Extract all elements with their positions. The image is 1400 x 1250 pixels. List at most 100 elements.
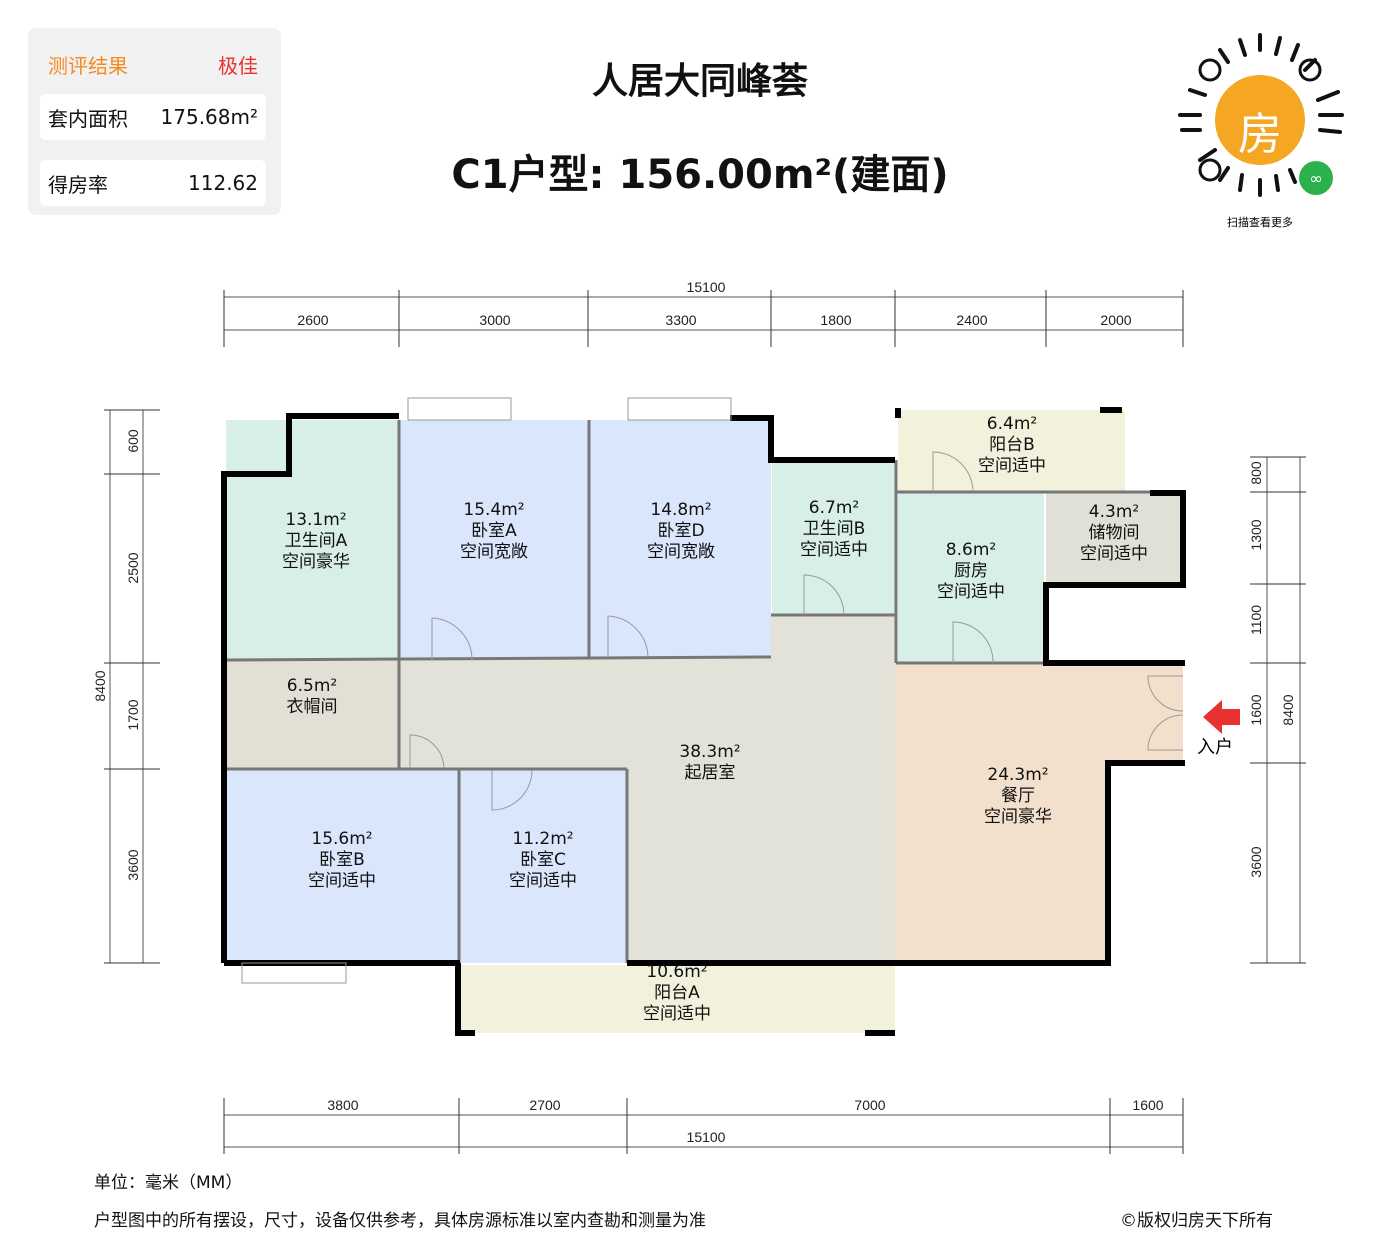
svg-text:∞: ∞: [1309, 169, 1322, 188]
dim-right: 1100: [1248, 604, 1264, 636]
ratio-value: 112.62: [188, 171, 258, 195]
room-name: 卧室B: [319, 850, 365, 870]
room-bedroom-a-area: [400, 420, 588, 660]
dim-right: 1600: [1248, 694, 1264, 726]
room-area: 6.7m²: [808, 498, 860, 518]
qr-pattern-icon: ∞: [1178, 33, 1344, 197]
room-name: 餐厅: [1001, 786, 1035, 806]
room-area: 6.4m²: [986, 414, 1038, 434]
room-name: 卫生间B: [802, 519, 866, 539]
room-name: 卫生间A: [284, 531, 348, 551]
room-rating: 空间适中: [1080, 544, 1148, 564]
room-kitchen-area: [898, 493, 1044, 663]
dim-top: 2400: [956, 312, 988, 328]
room-bathroom-b-area: [772, 460, 895, 615]
dim-left: 1700: [125, 699, 141, 731]
room-bedroom-d-area: [590, 420, 771, 657]
room-area: 8.6m²: [945, 540, 997, 560]
room-area: 11.2m²: [512, 829, 574, 849]
dim-right: 3600: [1248, 846, 1264, 878]
room-rating: 空间豪华: [282, 552, 350, 572]
dim-top-total: 15100: [686, 279, 726, 295]
room-rating: 空间宽敞: [647, 542, 715, 562]
dim-top: 2600: [297, 312, 329, 328]
dim-left-total: 8400: [92, 670, 108, 702]
room-area: 13.1m²: [285, 510, 347, 530]
room-area: 4.3m²: [1088, 502, 1140, 522]
room-storage-area: [1046, 493, 1183, 583]
result-label: 测评结果: [48, 54, 128, 78]
room-bedroom-b-area: [226, 770, 458, 963]
room-rating: 空间适中: [800, 540, 868, 560]
dim-top: 2000: [1100, 312, 1132, 328]
qr-code[interactable]: ∞ 房 扫描查看更多: [1170, 30, 1350, 229]
unit-note: 单位：毫米（MM）: [94, 1173, 243, 1193]
room-area: 15.4m²: [463, 500, 525, 520]
room-rating: 空间适中: [978, 456, 1046, 476]
room-rating: 空间豪华: [984, 807, 1052, 827]
dim-top: 3000: [479, 312, 511, 328]
dim-top: 3300: [665, 312, 697, 328]
ratio-row: 得房率 112.62: [40, 160, 266, 206]
room-balcony-b-area: [898, 410, 1125, 492]
dim-bottom: 7000: [854, 1097, 886, 1113]
dim-bottom-total: 15100: [686, 1129, 726, 1145]
dim-left: 600: [125, 429, 141, 453]
room-area: 15.6m²: [311, 829, 373, 849]
result-value: 极佳: [218, 54, 258, 78]
room-name: 卧室A: [471, 521, 517, 541]
dim-bottom: 1600: [1132, 1097, 1164, 1113]
dim-right-total: 8400: [1280, 694, 1296, 726]
copyright: ©版权归房天下所有: [1120, 1211, 1273, 1231]
room-name: 阳台B: [989, 435, 1035, 455]
room-area: 24.3m²: [987, 765, 1049, 785]
ratio-label: 得房率: [48, 172, 108, 197]
dim-bottom: 3800: [327, 1097, 359, 1113]
result-row: 测评结果 极佳: [48, 50, 258, 79]
unit-type-title: C1户型: 156.00m²(建面): [451, 152, 949, 198]
room-dining-area: [895, 663, 1183, 963]
room-area: 38.3m²: [679, 742, 741, 762]
room-name: 厨房: [954, 561, 988, 581]
room-balcony-a-area: [460, 965, 895, 1033]
room-name: 卧室C: [520, 850, 566, 870]
room-name: 卧室D: [657, 521, 705, 541]
room-rating: 空间适中: [308, 871, 376, 891]
room-bathroom-a-area: [226, 420, 399, 660]
dim-right: 800: [1248, 461, 1264, 485]
disclaimer: 户型图中的所有摆设，尺寸，设备仅供参考，具体房源标准以室内查勘和测量为准: [94, 1211, 706, 1231]
entrance-label: 入户: [1197, 737, 1233, 758]
room-rating: 空间宽敞: [460, 542, 528, 562]
room-name: 阳台A: [654, 983, 700, 1003]
room-living-area: [400, 615, 895, 963]
dim-left: 3600: [125, 849, 141, 881]
area-label: 套内面积: [48, 106, 128, 131]
room-rating: 空间适中: [937, 582, 1005, 602]
dim-left: 2500: [125, 552, 141, 584]
dim-right: 1300: [1248, 519, 1264, 551]
room-rating: 空间适中: [509, 871, 577, 891]
room-name: 起居室: [684, 763, 736, 783]
dim-bottom: 2700: [529, 1097, 561, 1113]
room-area: 6.5m²: [286, 676, 338, 696]
room-area: 10.6m²: [646, 962, 708, 982]
room-area: 14.8m²: [650, 500, 712, 520]
qr-center-char: 房: [1238, 109, 1282, 160]
page-title: 人居大同峰荟: [591, 61, 808, 102]
